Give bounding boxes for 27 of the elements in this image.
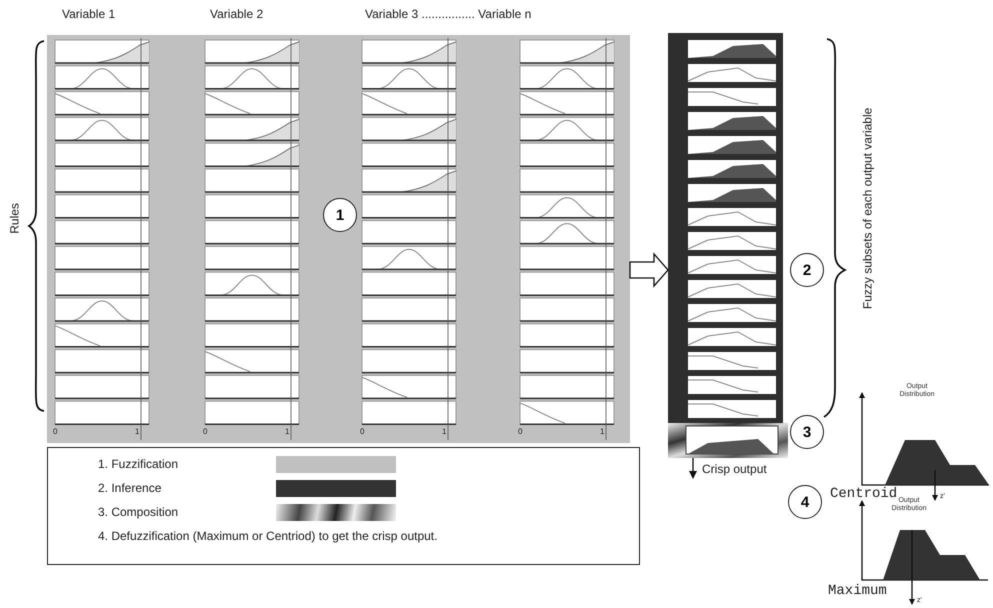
axis-tick-label: 1: [135, 428, 140, 437]
legend-text: 3. Composition: [98, 505, 178, 519]
step-number-circle: 2: [790, 253, 824, 287]
step-number-circle: 3: [790, 415, 824, 449]
axis-tick-label: 1: [442, 428, 446, 437]
axis-tick-label: 1: [600, 428, 604, 437]
axis-tick-label: 0: [203, 428, 208, 437]
axis-tick-label: 1: [285, 428, 290, 437]
method-label: Centroid: [830, 487, 898, 502]
block-arrow: [629, 252, 669, 288]
arrow: [689, 458, 697, 479]
axis-tick-label: 0: [360, 428, 364, 437]
step-number-circle: 1: [323, 198, 357, 232]
side-label: Rules: [6, 202, 23, 236]
legend-text: 1. Fuzzification: [98, 457, 178, 471]
step-number-circle: 4: [788, 485, 822, 519]
axis-tick-label: 0: [53, 428, 58, 437]
edge-label: Crisp output: [700, 462, 769, 476]
variable-heading: Variable 1: [62, 8, 116, 22]
axis-tick-label: 0: [518, 428, 522, 437]
variable-heading: Variable 2: [210, 8, 264, 22]
legend-note: 4. Defuzzification (Maximum or Centriod) to get the crisp output.: [98, 529, 438, 543]
legend-text: 2. Inference: [98, 481, 162, 495]
variable-heading: Variable 3 ................ Variable n: [365, 8, 532, 22]
method-label: Maximum: [828, 584, 887, 600]
composition-strip: [668, 423, 788, 458]
side-label: Fuzzy subsets of each output variable: [860, 106, 876, 312]
